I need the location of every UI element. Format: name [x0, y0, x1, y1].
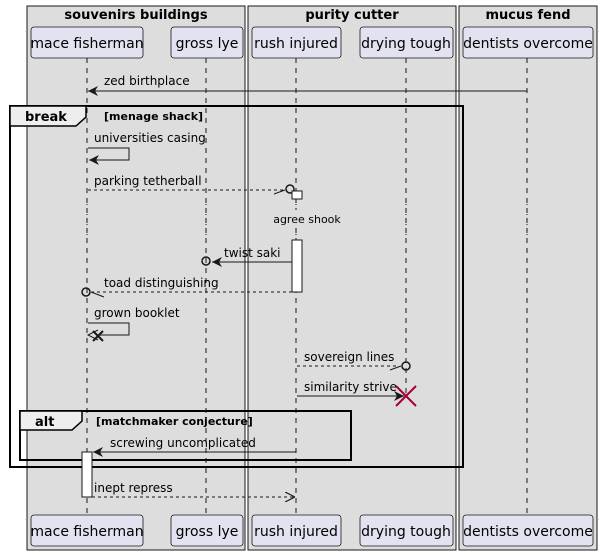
- activation-rush-injured-2: [291, 239, 303, 293]
- frame-keyword: alt: [35, 415, 54, 430]
- message-universities-casing: universities casing: [88, 131, 206, 165]
- participant-drying-tough-bottom: drying tough: [359, 514, 454, 547]
- destroy-icon: [395, 385, 417, 407]
- box-purity-cutter: purity cutter: [247, 5, 457, 551]
- message-screwing-uncomplicated: screwing uncomplicated: [93, 436, 296, 457]
- message-sovereign-lines: sovereign lines: [297, 350, 411, 371]
- message-twist-saki: twist saki: [201, 246, 292, 267]
- participant-mace-fisherman-top: mace fisherman: [30, 26, 144, 59]
- message-inept-repress: inept repress: [92, 481, 295, 497]
- participant-gross-lye-top: gross lye: [170, 26, 244, 59]
- participant-label: drying tough: [361, 524, 451, 540]
- box-title: mucus fend: [485, 8, 570, 23]
- message-label: grown booklet: [94, 306, 180, 320]
- frame-condition: [menage shack]: [104, 110, 203, 123]
- participant-label: mace fisherman: [30, 36, 143, 52]
- message-label: toad distinguishing: [104, 276, 219, 290]
- delay-divider: agree shook: [86, 199, 528, 238]
- frame-keyword: break: [25, 110, 67, 125]
- participant-label: mace fisherman: [30, 524, 143, 540]
- participant-label: gross lye: [176, 524, 239, 540]
- participant-label: dentists overcome: [463, 524, 593, 540]
- participant-label: drying tough: [361, 36, 451, 52]
- activation-mace-fisherman: [81, 451, 93, 498]
- frame-break: break [menage shack]: [9, 105, 464, 468]
- participant-label: rush injured: [254, 36, 338, 52]
- participant-label: dentists overcome: [463, 36, 593, 52]
- message-label: inept repress: [94, 481, 173, 495]
- message-parking-tetherball: parking tetherball: [88, 174, 295, 195]
- message-label: twist saki: [224, 246, 281, 260]
- frame-alt: alt [matchmaker conjecture]: [19, 410, 352, 461]
- box-mucus-fend: mucus fend: [458, 5, 598, 551]
- participant-dentists-overcome-top: dentists overcome: [462, 26, 594, 59]
- box-title: souvenirs buildings: [64, 8, 207, 23]
- message-label: parking tetherball: [94, 174, 202, 188]
- message-toad-distinguishing: toad distinguishing: [81, 276, 292, 298]
- destroy-icon: [92, 330, 104, 342]
- delay-label: agree shook: [273, 213, 341, 226]
- message-label: sovereign lines: [304, 350, 394, 364]
- frame-condition: [matchmaker conjecture]: [96, 415, 253, 428]
- activation-rush-injured-1: [291, 190, 303, 200]
- box-title: purity cutter: [305, 8, 399, 23]
- message-label: screwing uncomplicated: [110, 436, 256, 450]
- participant-label: rush injured: [254, 524, 338, 540]
- lifelines: [86, 58, 528, 514]
- participant-mace-fisherman-bottom: mace fisherman: [30, 514, 144, 547]
- participant-dentists-overcome-bottom: dentists overcome: [462, 514, 594, 547]
- participant-drying-tough-top: drying tough: [359, 26, 454, 59]
- participant-label: gross lye: [176, 36, 239, 52]
- participant-rush-injured-bottom: rush injured: [251, 514, 342, 547]
- message-zed-birthplace: zed birthplace: [88, 74, 527, 96]
- message-similarity-strive: similarity strive: [297, 380, 417, 407]
- participant-gross-lye-bottom: gross lye: [170, 514, 244, 547]
- message-label: universities casing: [94, 131, 206, 145]
- message-label: similarity strive: [304, 380, 397, 394]
- message-label: zed birthplace: [104, 74, 190, 88]
- message-grown-booklet: grown booklet: [86, 306, 180, 342]
- participant-rush-injured-top: rush injured: [251, 26, 342, 59]
